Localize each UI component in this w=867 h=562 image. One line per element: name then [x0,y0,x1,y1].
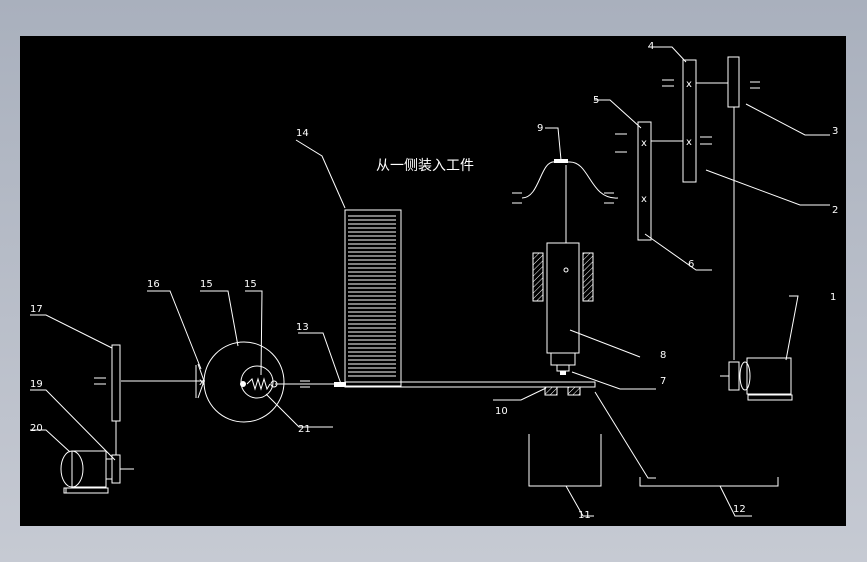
label-6: 6 [688,259,694,270]
crank-arm [521,159,619,243]
svg-text:x: x [199,377,205,388]
label-13: 13 [296,322,309,333]
label-15a: 15 [200,279,213,290]
support-10 [544,386,581,396]
shaft: x [121,363,205,399]
svg-text:x: x [641,194,647,205]
drawing-canvas [20,36,846,526]
label-12: 12 [733,504,746,515]
cam [203,341,285,423]
workpiece-magazine [344,209,402,387]
label-9: 9 [537,123,543,134]
label-4: 4 [648,41,654,52]
bin-12 [639,477,779,487]
motor-20 [60,450,113,494]
label-16: 16 [147,279,160,290]
label-7: 7 [660,376,666,387]
label-20: 20 [30,423,43,434]
motor-1 [720,357,793,401]
label-21: 21 [298,424,311,435]
svg-text:x: x [686,79,692,90]
label-15b: 15 [244,279,257,290]
leader-lines [30,46,830,517]
label-8: 8 [660,350,666,361]
label-10: 10 [495,406,508,417]
gear-train: x x x x [637,56,740,360]
svg-text:x: x [686,137,692,148]
pulley-17 [111,344,134,484]
label-17: 17 [30,304,43,315]
load-instruction: 从一侧装入工件 [376,158,474,174]
label-19: 19 [30,379,43,390]
press-8 [532,242,594,375]
bearing-marks [94,79,760,388]
slide-rail [275,381,596,388]
label-1: 1 [830,292,836,303]
svg-text:x: x [641,138,647,149]
label-2: 2 [832,205,838,216]
label-11: 11 [578,510,591,521]
label-14: 14 [296,128,309,139]
label-5: 5 [593,95,599,106]
label-3: 3 [832,126,838,137]
bin-11 [528,434,602,487]
